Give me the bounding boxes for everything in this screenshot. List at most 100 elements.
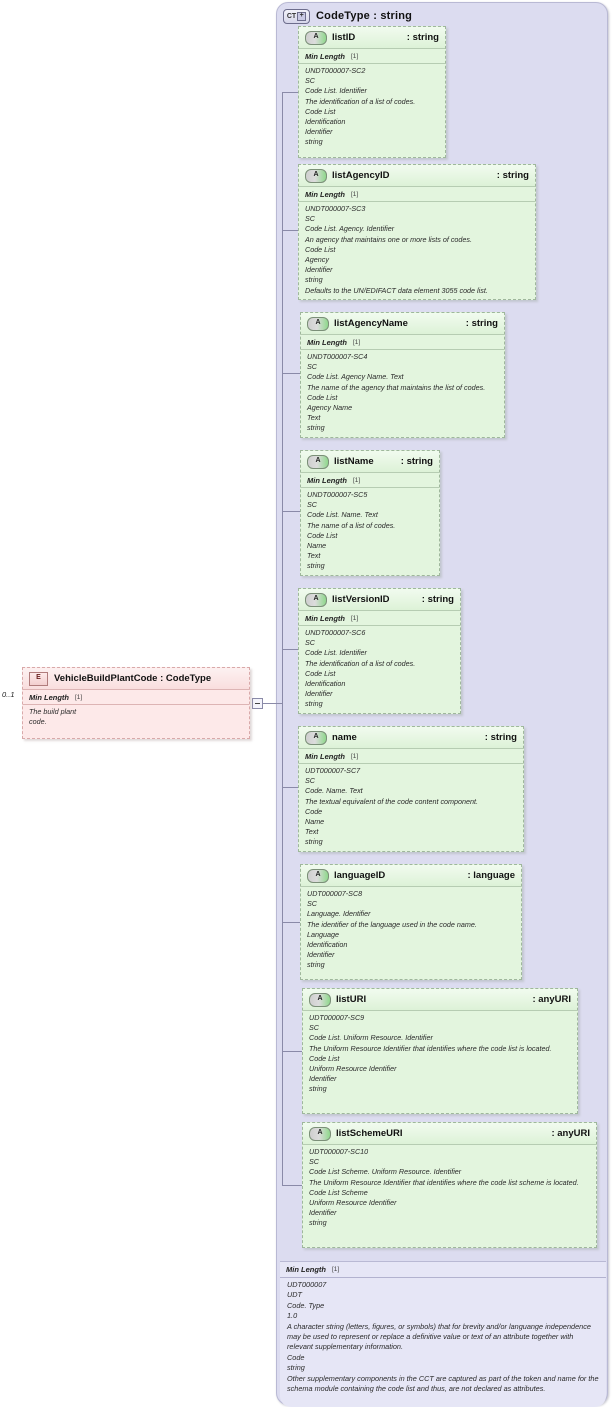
doc-line: string (307, 960, 325, 970)
codetype-facet-row: Min Length [1] (280, 1262, 606, 1278)
doc-line: The build plant (29, 707, 77, 716)
doc-line: Text (305, 827, 319, 837)
collapse-toggle[interactable] (252, 698, 263, 709)
doc-line: string (309, 1218, 327, 1228)
complextype-icon-label: CT (286, 12, 297, 20)
element-vehiclebuildplantcode[interactable]: E VehicleBuildPlantCode : CodeType Min L… (22, 667, 250, 739)
attribute-icon: A (305, 30, 327, 45)
attribute-facet-label: Min Length (305, 613, 345, 623)
doc-line: string (305, 837, 323, 847)
doc-line: SC (307, 899, 317, 909)
doc-line: SC (305, 776, 315, 786)
doc-line: UNDT000007-SC6 (305, 628, 366, 637)
attribute-name: listName (334, 456, 374, 467)
attribute-facet-label: Min Length (305, 751, 345, 761)
doc-line: Code List. Agency Name. Text (307, 372, 404, 382)
doc-line: Code List (307, 392, 338, 402)
doc-line: The Uniform Resource Identifier that ide… (309, 1177, 579, 1187)
attribute-name: listID (332, 32, 356, 43)
tree-branch (282, 373, 300, 374)
doc-line: Code List. Uniform Resource. Identifier (309, 1033, 433, 1043)
attribute-type: : string (421, 594, 454, 605)
element-facet-label: Min Length (29, 692, 69, 702)
doc-line: The identification of a list of codes. (305, 96, 416, 106)
doc-line: Agency Name (307, 403, 353, 413)
tree-branch (282, 92, 298, 93)
attribute-facet-occurrence: [1] (351, 614, 359, 622)
attribute-name: languageID (334, 870, 386, 881)
codetype-title: CodeType : string (316, 10, 413, 22)
expand-icon[interactable]: + (297, 11, 307, 21)
attribute-facet-occurrence: [1] (351, 752, 359, 760)
doc-line: Code List (305, 244, 336, 254)
element-facet-occurrence: [1] (75, 693, 83, 701)
doc-line: Identifier (309, 1074, 337, 1084)
doc-line: The textual equivalent of the code conte… (305, 796, 479, 806)
doc-line: SC (309, 1023, 319, 1033)
tree-stem (262, 703, 283, 704)
doc-line: SC (307, 500, 317, 510)
cardinality-label: 0..1 (2, 690, 15, 699)
element-name: VehicleBuildPlantCode : CodeType (54, 673, 212, 684)
attribute-facet-row: Min Length [1] (299, 611, 460, 626)
doc-line: Identifier (305, 265, 333, 275)
attribute-type: : language (467, 870, 515, 881)
attribute-type: : string (406, 32, 439, 43)
doc-line: Code List. Name. Text (307, 510, 378, 520)
attribute-facet-label: Min Length (305, 189, 345, 199)
attribute-type: : string (400, 456, 433, 467)
tree-branch (282, 1185, 302, 1186)
doc-line: Code List. Identifier (305, 648, 367, 658)
doc-line: Code List (305, 668, 336, 678)
doc-line: UDT000007-SC7 (305, 766, 361, 775)
doc-line: string (305, 137, 323, 147)
complextype-icon[interactable]: CT+ (283, 8, 310, 24)
attribute-type: : anyURI (532, 994, 571, 1005)
attribute-icon: A (305, 592, 327, 607)
attribute-facet-occurrence: [1] (351, 52, 359, 60)
codetype-facet-occurrence: [1] (332, 1266, 340, 1273)
tree-branch (282, 511, 300, 512)
doc-line: Uniform Resource Identifier (309, 1064, 397, 1074)
attribute-facet-label: Min Length (305, 51, 345, 61)
attribute-name: listSchemeURI (336, 1128, 403, 1139)
doc-line: Identification (305, 117, 346, 127)
doc-line: UDT000007 (287, 1280, 327, 1289)
doc-line: Text (307, 413, 321, 423)
doc-line: A character string (letters, figures, or… (287, 1321, 591, 1352)
tree-connector-line (282, 92, 283, 1185)
doc-line: UNDT000007-SC4 (307, 352, 368, 361)
doc-line: SC (307, 362, 317, 372)
attribute-name: name (332, 732, 357, 743)
tree-branch (282, 1051, 302, 1052)
doc-line: Code (305, 806, 323, 816)
tree-branch (282, 649, 298, 650)
doc-line: Identifier (309, 1208, 337, 1218)
doc-line: Code List. Agency. Identifier (305, 224, 395, 234)
doc-line: string (305, 275, 323, 285)
doc-line: string (307, 423, 325, 433)
attribute-facet-occurrence: [1] (353, 338, 361, 346)
doc-line: 1.0 (287, 1311, 298, 1321)
attribute-icon: A (307, 868, 329, 883)
